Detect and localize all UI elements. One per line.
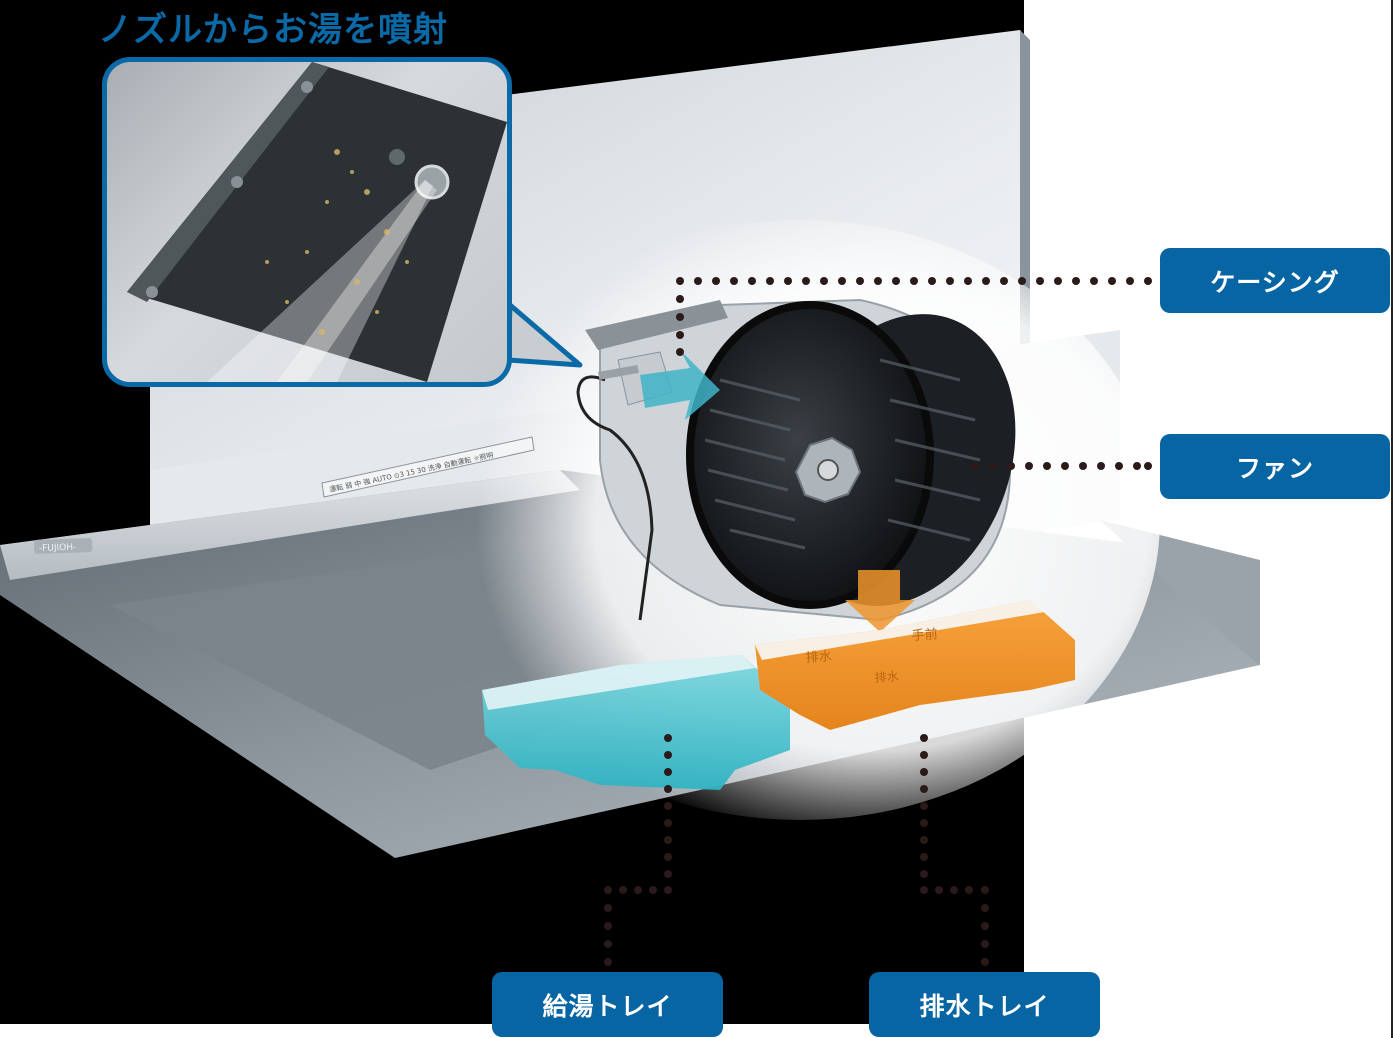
nozzle-closeup-callout (102, 57, 512, 387)
casing-leader (676, 277, 1152, 356)
fan-wheel (686, 301, 1016, 609)
leader-lines (604, 277, 1152, 966)
svg-text:-FUJIOH-: -FUJIOH- (39, 543, 77, 554)
tray-marking-drain: 排水 (805, 649, 832, 666)
brand-plate: -FUJIOH- (34, 538, 93, 554)
drain-tray-leader (920, 734, 989, 966)
edge-line (1391, 0, 1393, 1038)
tray-marking-front: 手前 (911, 626, 938, 644)
supply-tray (482, 655, 790, 790)
nozzle (576, 350, 720, 621)
drain-flow-arrow (845, 570, 915, 632)
fan-leader (971, 462, 1152, 470)
label-fan: ファン (1160, 434, 1390, 499)
label-drain-tray: 排水トレイ (869, 972, 1100, 1037)
nozzle-spray-image (127, 62, 507, 382)
label-casing: ケーシング (1160, 248, 1390, 313)
page-title: ノズルからお湯を噴射 (98, 10, 448, 50)
drain-tray: 排水 手前 排水 (755, 600, 1075, 730)
label-supply-tray: 給湯トレイ (492, 972, 723, 1037)
water-flow-arrow (640, 350, 720, 420)
tray-marking-drain-b: 排水 (874, 669, 899, 685)
supply-tray-leader (604, 734, 672, 966)
